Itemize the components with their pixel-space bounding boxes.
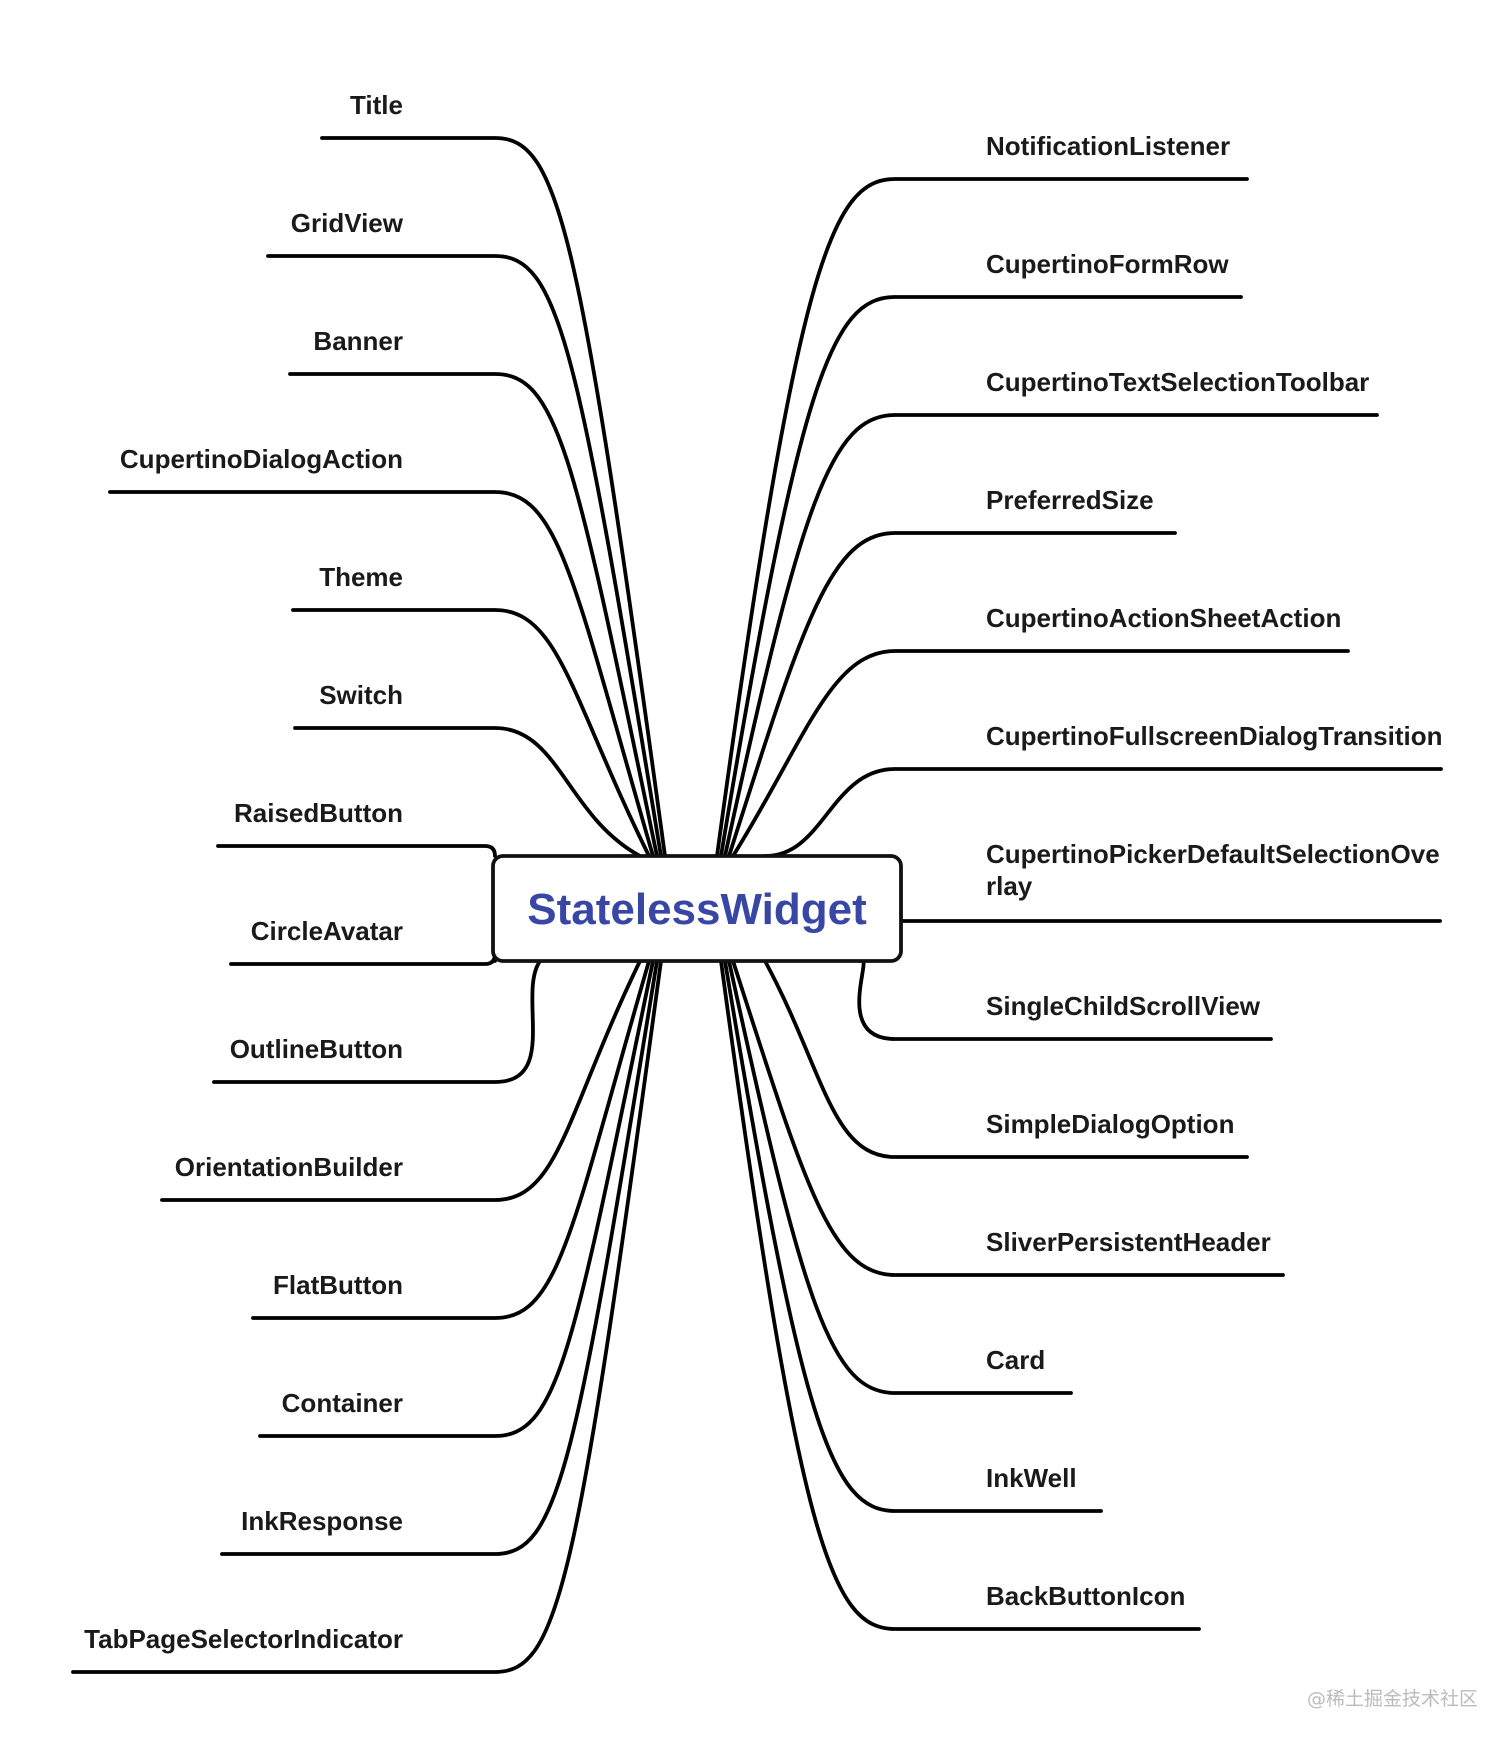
connector-raised-button <box>216 844 497 858</box>
connector-orientation-builder <box>160 959 642 1202</box>
node-theme: Theme <box>319 562 403 592</box>
node-tab-page-selector-indicator: TabPageSelectorIndicator <box>84 1624 403 1654</box>
node-grid-view: GridView <box>291 208 404 238</box>
node-title: Title <box>350 90 403 120</box>
node-outline-button: OutlineButton <box>230 1034 403 1064</box>
node-preferred-size: PreferredSize <box>986 485 1154 515</box>
node-back-button-icon: BackButtonIcon <box>986 1581 1185 1611</box>
connector-outline-button <box>212 959 542 1084</box>
connector-ink-response <box>220 959 659 1556</box>
connector-cupertino-text-selection-toolbar <box>723 413 1379 858</box>
center-node-box <box>491 854 903 963</box>
connector-back-button-icon <box>719 959 1201 1631</box>
connector-card <box>727 959 1073 1395</box>
node-ink-well: InkWell <box>986 1463 1077 1493</box>
node-single-child-scroll-view: SingleChildScrollView <box>986 991 1261 1021</box>
node-simple-dialog-option: SimpleDialogOption <box>986 1109 1234 1139</box>
left-branch-nodes: TitleGridViewBannerCupertinoDialogAction… <box>84 90 404 1654</box>
node-cupertino-dialog-action: CupertinoDialogAction <box>120 444 403 474</box>
connector-sliver-persistent-header <box>731 959 1285 1277</box>
node-flat-button: FlatButton <box>273 1270 403 1300</box>
node-container: Container <box>282 1388 403 1418</box>
node-raised-button: RaisedButton <box>234 798 403 828</box>
connector-title <box>320 136 667 858</box>
connector-lines <box>71 136 1443 1674</box>
node-orientation-builder: OrientationBuilder <box>175 1152 403 1182</box>
connector-cupertino-dialog-action <box>108 490 655 858</box>
node-sliver-persistent-header: SliverPersistentHeader <box>986 1227 1271 1257</box>
node-cupertino-picker-default-selection-overlay-line-1: CupertinoPickerDefaultSelectionOve <box>986 839 1440 869</box>
connector-flat-button <box>251 959 651 1320</box>
connector-cupertino-form-row <box>719 295 1243 858</box>
center-node-label: StatelessWidget <box>527 885 867 934</box>
connector-preferred-size <box>727 531 1177 858</box>
connector-ink-well <box>723 959 1103 1513</box>
node-cupertino-text-selection-toolbar: CupertinoTextSelectionToolbar <box>986 367 1369 397</box>
node-cupertino-picker-default-selection-overlay-line-2: rlay <box>986 871 1033 901</box>
connector-theme <box>291 608 651 858</box>
connector-grid-view <box>266 254 663 858</box>
connector-circle-avatar <box>229 953 497 966</box>
node-cupertino-fullscreen-dialog-transition: CupertinoFullscreenDialogTransition <box>986 721 1443 751</box>
right-branch-nodes: NotificationListenerCupertinoFormRowCupe… <box>986 131 1443 1611</box>
connector-notification-listener <box>715 177 1249 858</box>
connector-banner <box>288 372 659 858</box>
connector-tab-page-selector-indicator <box>71 959 663 1674</box>
center-node: StatelessWidget <box>491 854 903 963</box>
node-ink-response: InkResponse <box>241 1506 403 1536</box>
node-switch: Switch <box>319 680 403 710</box>
connector-simple-dialog-option <box>763 959 1249 1159</box>
watermark: @稀土掘金技术社区 <box>1307 1688 1478 1710</box>
node-notification-listener: NotificationListener <box>986 131 1230 161</box>
connector-cupertino-action-sheet-action <box>731 649 1350 858</box>
node-card: Card <box>986 1345 1045 1375</box>
node-cupertino-form-row: CupertinoFormRow <box>986 249 1229 279</box>
node-cupertino-action-sheet-action: CupertinoActionSheetAction <box>986 603 1341 633</box>
node-circle-avatar: CircleAvatar <box>251 916 403 946</box>
node-banner: Banner <box>313 326 403 356</box>
connector-switch <box>293 726 642 858</box>
connector-container <box>258 959 655 1438</box>
connector-cupertino-fullscreen-dialog-transition <box>763 767 1443 858</box>
